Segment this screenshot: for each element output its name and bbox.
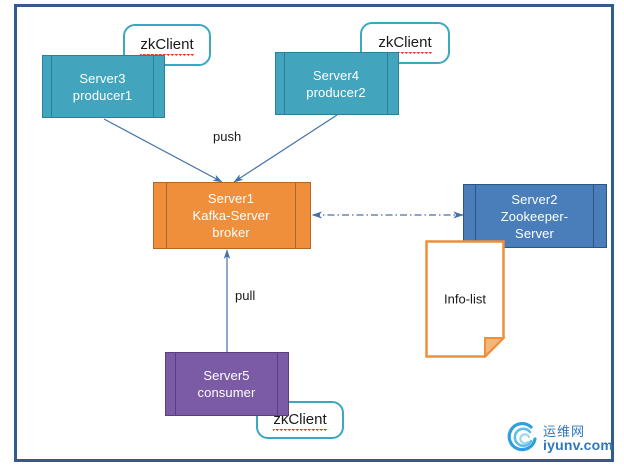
box-body: Server2 Zookeeper- Server xyxy=(476,184,593,248)
edge-producer2-to-broker xyxy=(233,114,338,183)
box-right-panel xyxy=(387,52,399,115)
box-body: Server3 producer1 xyxy=(52,55,153,118)
watermark-cn-label: 运维网 xyxy=(543,423,586,439)
swirl-circle-logo-icon xyxy=(507,422,537,452)
node-server2-zookeeper[interactable]: Server2 Zookeeper- Server xyxy=(463,184,607,248)
document-shape-icon xyxy=(425,240,506,359)
box-left-panel xyxy=(165,352,176,416)
node-info-list[interactable]: Info-list xyxy=(425,240,506,359)
node-server1-kafka-broker[interactable]: Server1 Kafka-Server broker xyxy=(153,182,311,249)
node-label-line1: Server1 xyxy=(207,191,255,206)
watermark-text: 运维网 iyunv.com xyxy=(543,425,613,452)
box-left-panel xyxy=(275,52,285,115)
box-right-panel xyxy=(593,184,607,248)
node-server4-producer2[interactable]: Server4 producer2 xyxy=(275,52,399,115)
callout-label: zkClient xyxy=(140,36,195,57)
node-label-line2: producer1 xyxy=(72,87,133,103)
node-label-line1: Server2 xyxy=(511,191,558,207)
node-server5-consumer[interactable]: Server5 consumer xyxy=(165,352,289,416)
node-label-line2: consumer xyxy=(197,385,256,400)
box-left-panel xyxy=(153,182,167,249)
box-right-panel xyxy=(153,55,165,118)
box-left-panel xyxy=(42,55,52,118)
edge-label-push: push xyxy=(213,129,242,144)
node-label-line2: producer2 xyxy=(306,84,366,100)
node-label-line3: Server xyxy=(515,225,554,241)
box-body: Server5 consumer xyxy=(176,352,277,416)
edge-label-pull: pull xyxy=(235,288,256,303)
box-left-panel xyxy=(463,184,476,248)
node-label-line2: Kafka-Server xyxy=(192,208,270,223)
node-label-line3: broker xyxy=(212,225,250,240)
node-label-line2: Zookeeper- xyxy=(500,208,569,224)
box-right-panel xyxy=(295,182,311,249)
node-label-line1: Server3 xyxy=(79,70,126,86)
box-body: Server4 producer2 xyxy=(285,52,387,115)
callout-label: zkClient xyxy=(378,34,433,55)
node-label-line1: Server4 xyxy=(312,67,360,83)
edge-producer1-to-broker xyxy=(103,118,223,183)
watermark-en-label: iyunv.com xyxy=(543,436,614,453)
watermark-iyunv: 运维网 iyunv.com xyxy=(506,421,613,455)
box-body: Server1 Kafka-Server broker xyxy=(167,182,295,249)
box-right-panel xyxy=(277,352,289,416)
node-server3-producer1[interactable]: Server3 producer1 xyxy=(42,55,165,118)
node-label: Info-list xyxy=(444,291,486,307)
node-label-line1: Server5 xyxy=(203,368,250,383)
